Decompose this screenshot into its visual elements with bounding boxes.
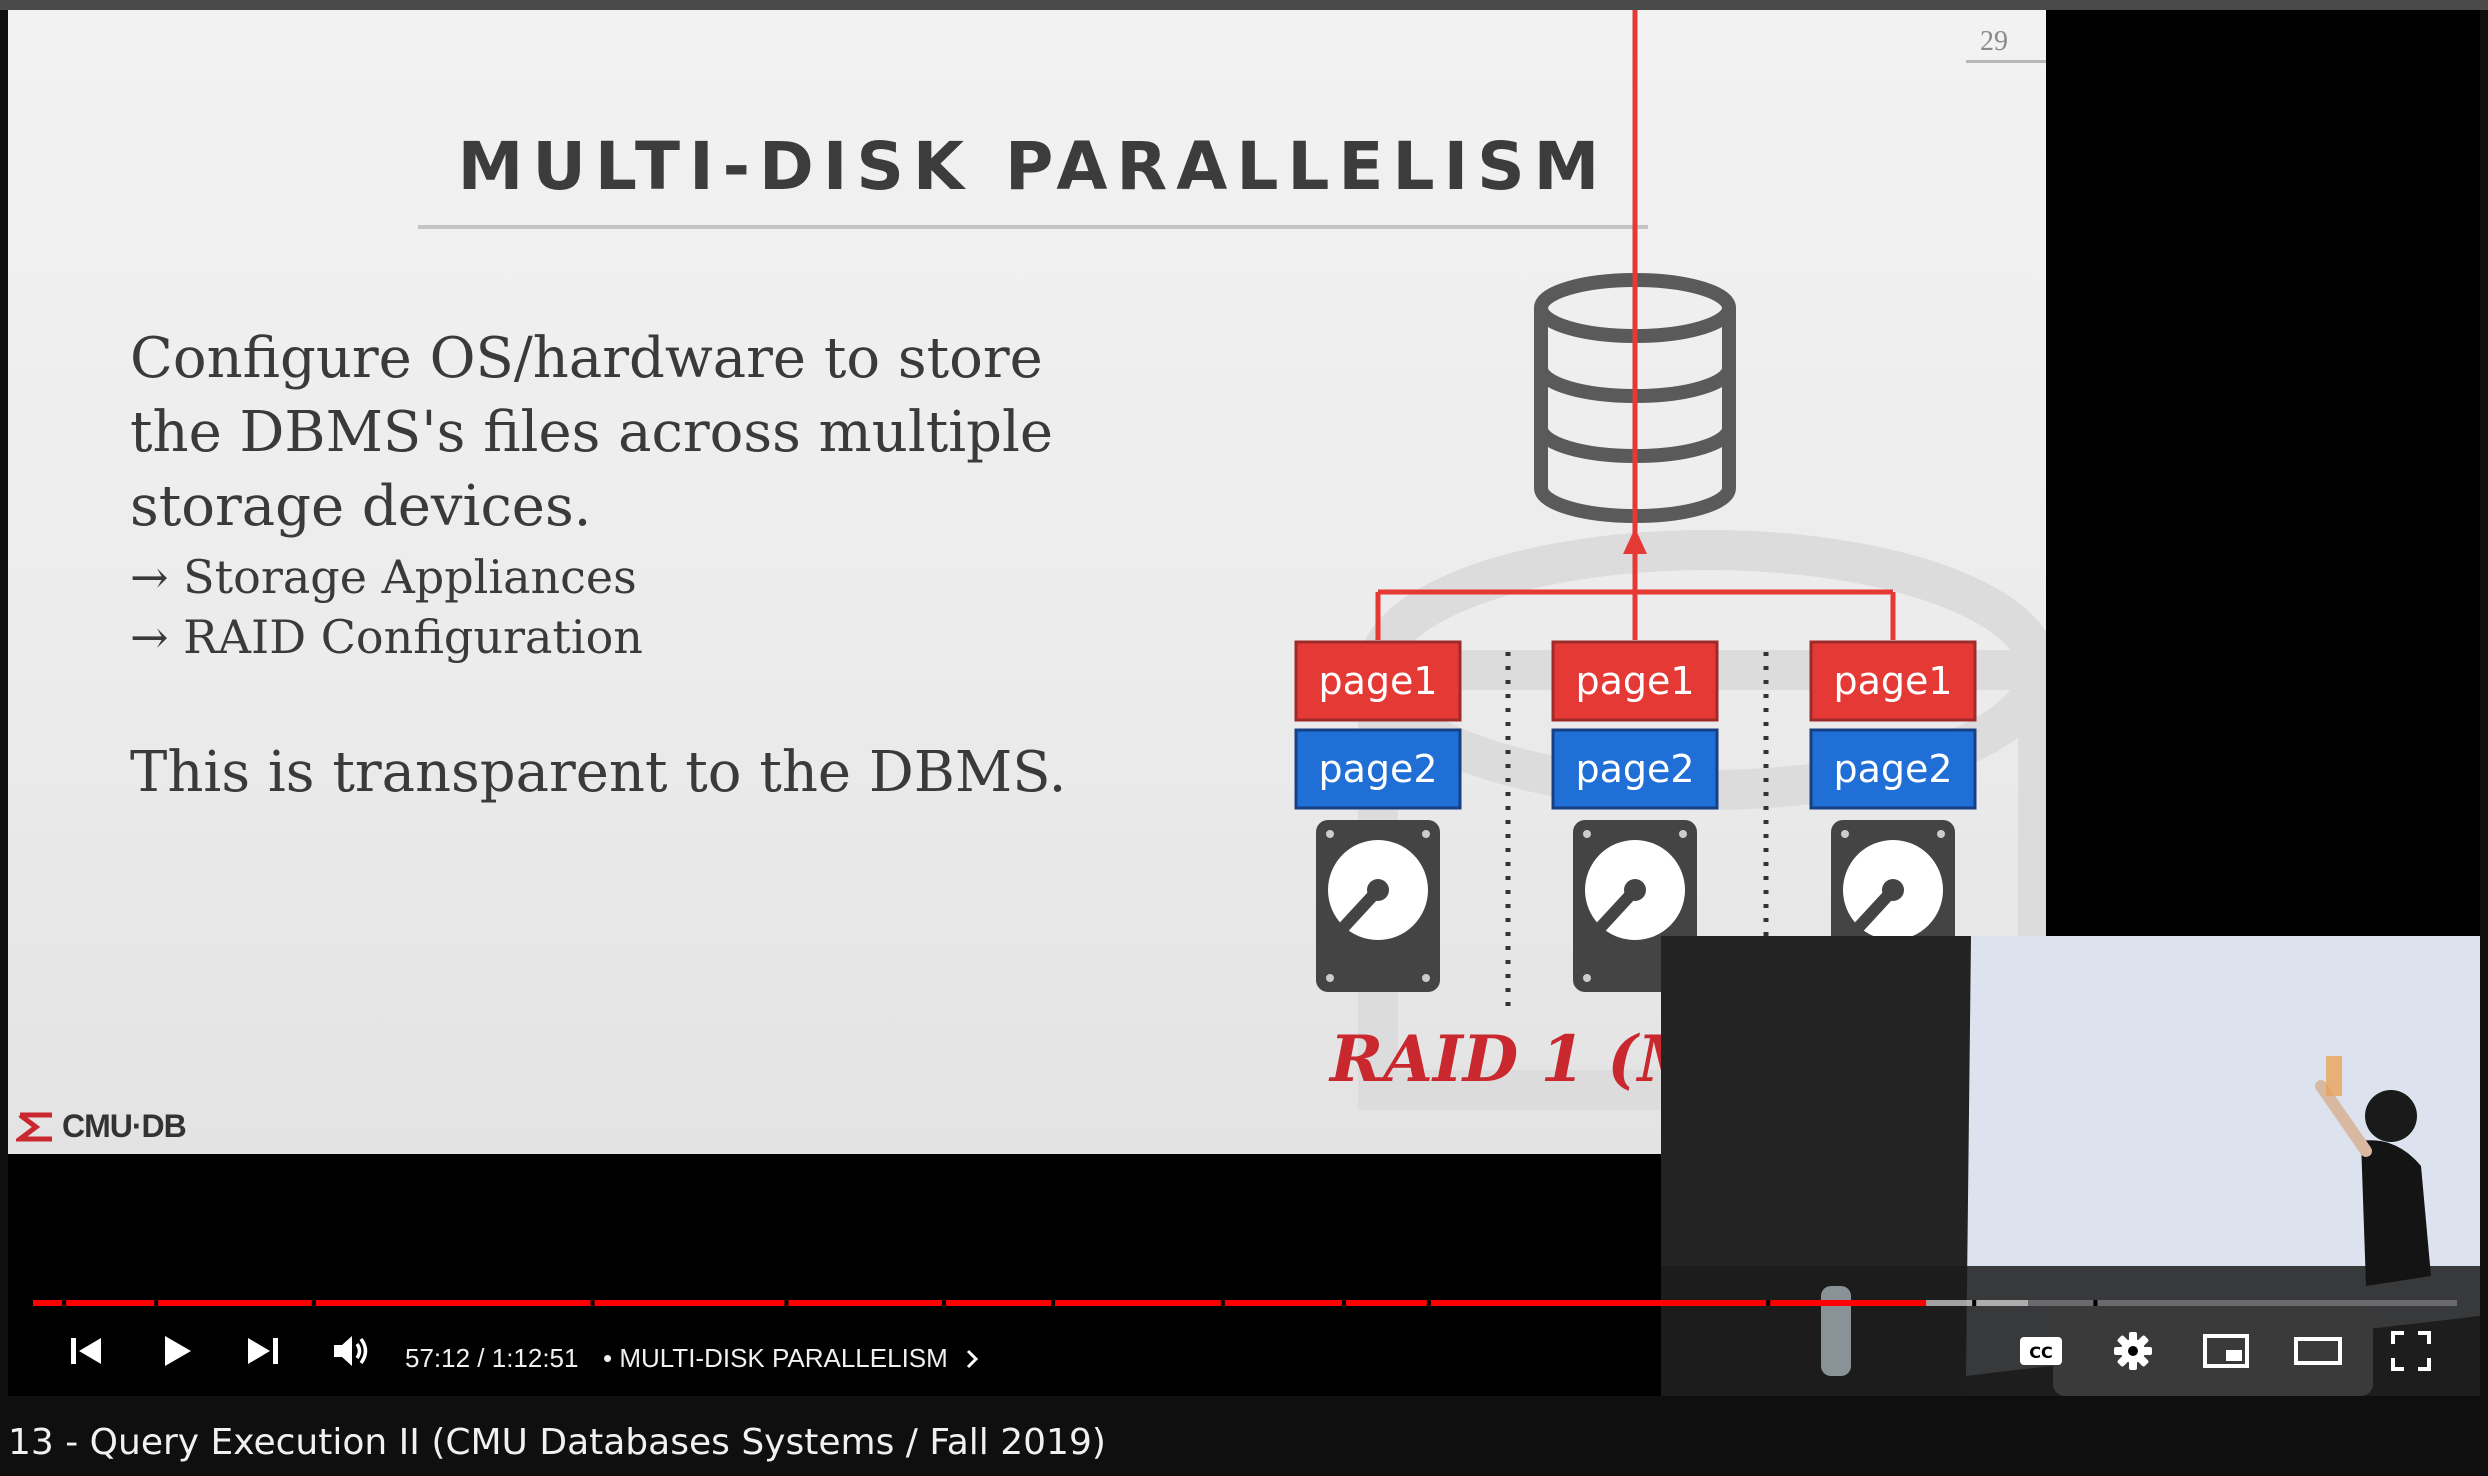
page2-box — [1551, 728, 1719, 810]
video-player[interactable]: 29 MULTI-DISK PARALLELISM Configure OS/h… — [8, 10, 2480, 1396]
disk-column-1: page1 page2 — [1294, 640, 1462, 992]
page1-box — [1294, 640, 1462, 722]
captions-icon[interactable]: CC — [2016, 1328, 2066, 1374]
disk-column-2: page1 page2 — [1551, 640, 1719, 992]
page2-box — [1294, 728, 1462, 810]
progress-bar[interactable] — [33, 1300, 2457, 1306]
play-icon[interactable] — [153, 1328, 199, 1374]
bullet-text: Storage Appliances — [183, 550, 637, 604]
page1-label: page1 — [1575, 659, 1694, 703]
chapter-marker — [1972, 1300, 1977, 1306]
chapter-marker — [1426, 1300, 1431, 1306]
raid-diagram: page1 page2 page1 page2 — [1294, 10, 2046, 1110]
svg-text:CC: CC — [2029, 1343, 2052, 1362]
page2-label: page2 — [1318, 747, 1437, 791]
chapter-marker — [942, 1300, 946, 1306]
settings-icon[interactable] — [2110, 1328, 2156, 1374]
page1-label: page1 — [1318, 659, 1437, 703]
page2-box — [1809, 728, 1977, 810]
chapter-marker — [590, 1300, 595, 1306]
slide-number-rule — [1966, 60, 2046, 63]
miniplayer-icon[interactable] — [2201, 1328, 2251, 1374]
chapter-marker — [154, 1300, 159, 1306]
connector-lines — [1375, 10, 1896, 640]
chapter-marker — [62, 1300, 67, 1306]
raid-label: RAID 1 (M — [1330, 1022, 1709, 1097]
slide-paragraph-2: This is transparent to the DBMS. — [130, 740, 1067, 805]
cmu-db-logo: CMU·DB — [16, 1108, 187, 1145]
chapter-marker — [1342, 1300, 1346, 1306]
chapter-name: MULTI-DISK PARALLELISM — [619, 1343, 948, 1373]
slide-title: MULTI-DISK PARALLELISM — [457, 128, 1609, 205]
previous-icon[interactable] — [63, 1328, 109, 1374]
progress-played — [33, 1300, 1927, 1306]
chapter-marker — [784, 1300, 789, 1306]
lecturer-figure — [2315, 1080, 2431, 1286]
time-display: 57:12 / 1:12:51 — [405, 1343, 579, 1373]
chapter-marker — [311, 1300, 316, 1306]
slide-bullet-2: → RAID Configuration — [130, 610, 643, 664]
chapter-marker — [1051, 1300, 1056, 1306]
slide-bullet-1: → Storage Appliances — [130, 550, 637, 604]
title-rule — [418, 225, 1648, 229]
bullet-arrow: → — [130, 550, 169, 604]
chapter-marker — [2093, 1300, 2098, 1306]
chapter-title[interactable]: • MULTI-DISK PARALLELISM — [603, 1343, 981, 1374]
page1-label: page1 — [1833, 659, 1952, 703]
fullscreen-icon[interactable] — [2388, 1328, 2434, 1374]
bullet-arrow: → — [130, 610, 169, 664]
slide-number: 29 — [1980, 26, 2008, 57]
volume-icon[interactable] — [328, 1328, 374, 1374]
chapter-separator: • — [603, 1343, 613, 1373]
chapter-marker — [1220, 1300, 1225, 1306]
page2-label: page2 — [1833, 747, 1952, 791]
slide-paragraph-1: Configure OS/hardware to store the DBMS'… — [130, 326, 1054, 539]
hard-drive-icon — [1316, 820, 1440, 992]
cmu-db-logo-icon — [16, 1112, 52, 1141]
top-bar — [0, 0, 2488, 10]
next-icon[interactable] — [240, 1328, 286, 1374]
chapter-marker — [1766, 1300, 1771, 1306]
bullet-text: RAID Configuration — [183, 610, 643, 664]
page1-box — [1809, 640, 1977, 722]
slide: 29 MULTI-DISK PARALLELISM Configure OS/h… — [8, 10, 2046, 1154]
chevron-right-icon — [966, 1349, 979, 1369]
video-title: 13 - Query Execution II (CMU Databases S… — [8, 1422, 1106, 1463]
arrow-up-icon — [1623, 528, 1647, 554]
page2-label: page2 — [1575, 747, 1694, 791]
lecturer-camera-feed — [1661, 936, 2480, 1396]
theater-icon[interactable] — [2293, 1328, 2343, 1374]
control-bar: 57:12 / 1:12:51 • MULTI-DISK PARALLELISM… — [8, 1310, 2480, 1396]
page1-box — [1551, 640, 1719, 722]
cmu-db-logo-text: CMU·DB — [62, 1108, 187, 1144]
